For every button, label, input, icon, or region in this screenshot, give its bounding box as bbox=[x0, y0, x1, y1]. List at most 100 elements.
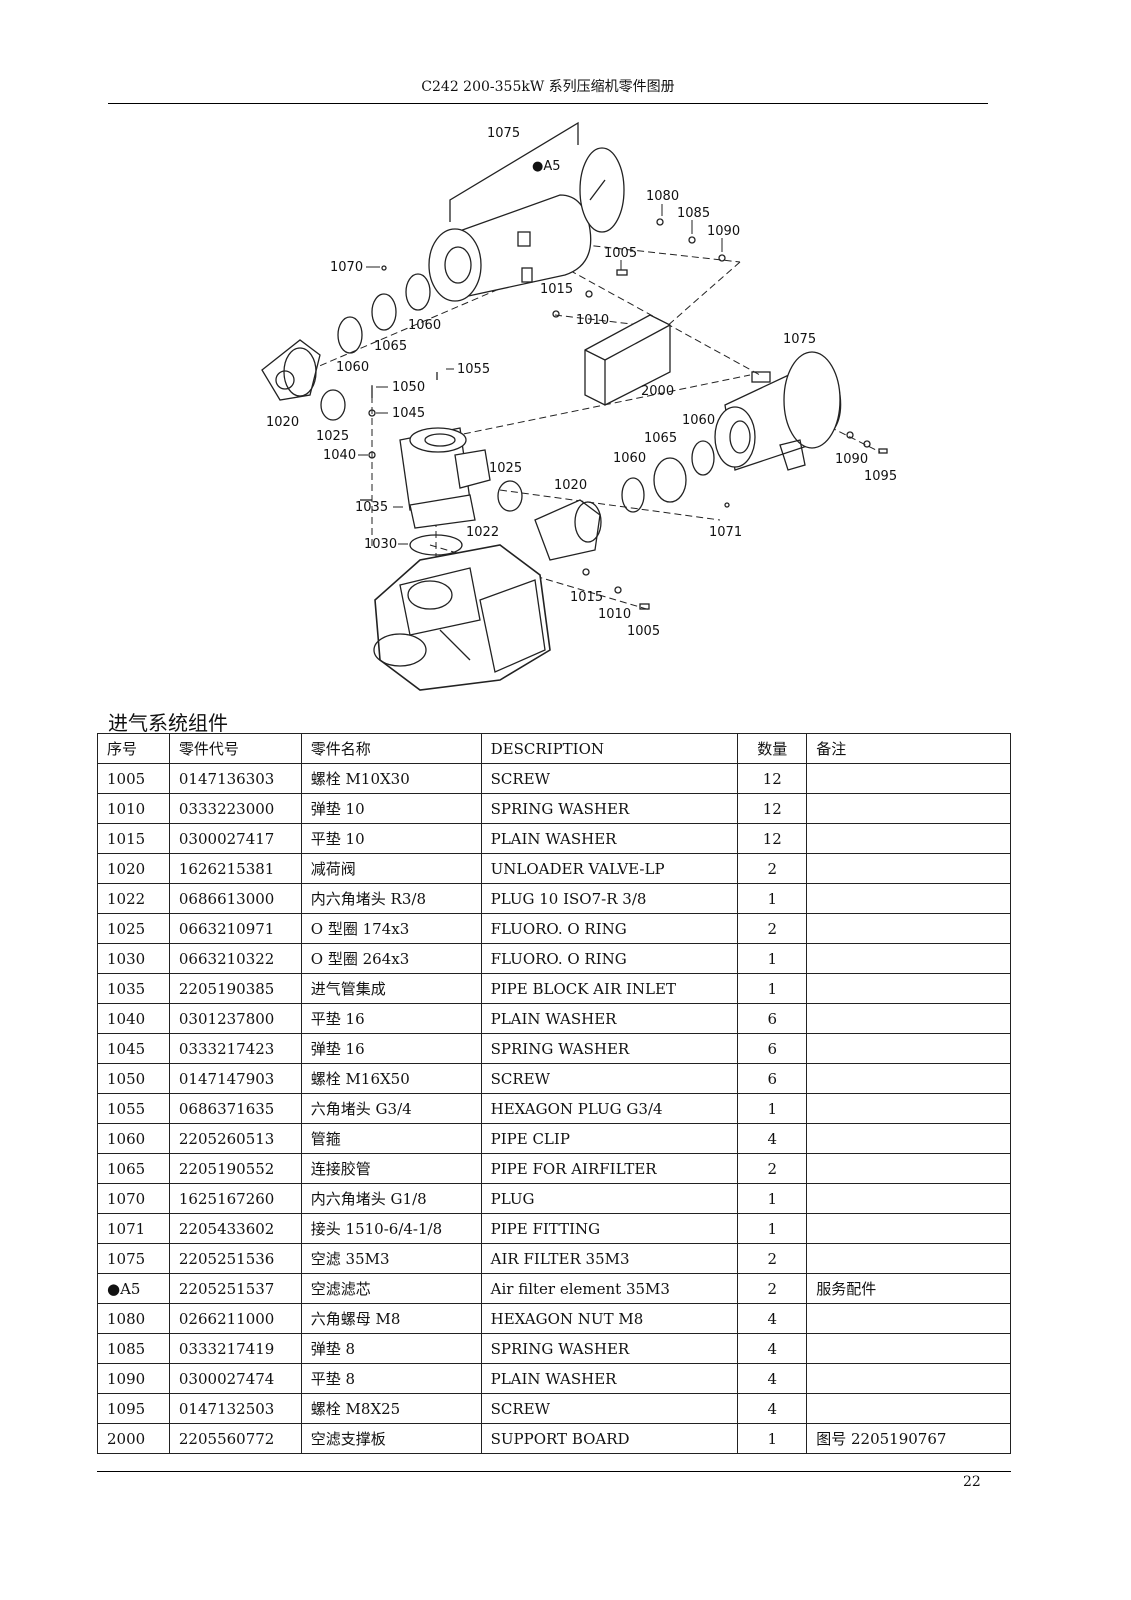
part-name-cell: 弹垫 8 bbox=[300, 1333, 482, 1364]
quantity-cell: 4 bbox=[737, 1393, 808, 1424]
part-number-cell: 0266211000 bbox=[168, 1303, 302, 1334]
item-no-cell: 1090 bbox=[97, 1363, 170, 1394]
part-name-cell: 连接胶管 bbox=[300, 1153, 482, 1184]
callout: 1035 bbox=[355, 500, 388, 515]
callout: 1071 bbox=[709, 525, 742, 540]
part-number-cell: 0663210971 bbox=[168, 913, 302, 944]
callout: 1090 bbox=[835, 452, 868, 467]
quantity-cell: 4 bbox=[737, 1123, 808, 1154]
part-name-cell: 螺栓 M8X25 bbox=[300, 1393, 482, 1424]
description-cell: SCREW bbox=[480, 1393, 739, 1424]
callout: 1010 bbox=[598, 607, 631, 622]
part-name-cell: 减荷阀 bbox=[300, 853, 482, 884]
callout: 1025 bbox=[489, 461, 522, 476]
quantity-cell: 2 bbox=[737, 1273, 808, 1304]
description-cell: FLUORO. O RING bbox=[480, 913, 739, 944]
part-name-cell: 六角堵头 G3/4 bbox=[300, 1093, 482, 1124]
remark-cell bbox=[806, 883, 1011, 914]
item-no-cell: 2000 bbox=[97, 1423, 170, 1454]
description-cell: PLAIN WASHER bbox=[480, 823, 739, 854]
callout: 1025 bbox=[316, 429, 349, 444]
item-no-cell: 1025 bbox=[97, 913, 170, 944]
quantity-cell: 4 bbox=[737, 1303, 808, 1334]
remark-cell bbox=[806, 1063, 1011, 1094]
header-divider bbox=[108, 103, 988, 104]
description-cell: PIPE FITTING bbox=[480, 1213, 739, 1244]
part-name-cell: 管箍 bbox=[300, 1123, 482, 1154]
description-cell: AIR FILTER 35M3 bbox=[480, 1243, 739, 1274]
part-number-cell: 2205190385 bbox=[168, 973, 302, 1004]
description-cell: PIPE BLOCK AIR INLET bbox=[480, 973, 739, 1004]
remark-cell bbox=[806, 1093, 1011, 1124]
part-name-cell: 平垫 8 bbox=[300, 1363, 482, 1394]
callout: 1010 bbox=[576, 313, 609, 328]
item-no-cell: 1095 bbox=[97, 1393, 170, 1424]
part-number-cell: 0333223000 bbox=[168, 793, 302, 824]
item-no-cell: 1075 bbox=[97, 1243, 170, 1274]
item-no-cell: 1005 bbox=[97, 763, 170, 794]
description-cell: SPRING WASHER bbox=[480, 1333, 739, 1364]
part-name-cell: 平垫 10 bbox=[300, 823, 482, 854]
remark-cell bbox=[806, 763, 1011, 794]
callout: 1065 bbox=[374, 339, 407, 354]
part-name-cell: 六角螺母 M8 bbox=[300, 1303, 482, 1334]
item-no-cell: 1035 bbox=[97, 973, 170, 1004]
callout: 1020 bbox=[266, 415, 299, 430]
quantity-cell: 12 bbox=[737, 823, 808, 854]
callout: 1005 bbox=[627, 624, 660, 639]
description-cell: PIPE FOR AIRFILTER bbox=[480, 1153, 739, 1184]
quantity-cell: 4 bbox=[737, 1363, 808, 1394]
part-number-cell: 0300027474 bbox=[168, 1363, 302, 1394]
remark-cell bbox=[806, 793, 1011, 824]
remark-cell bbox=[806, 1333, 1011, 1364]
column-header: 数量 bbox=[737, 733, 808, 764]
part-name-cell: 弹垫 10 bbox=[300, 793, 482, 824]
description-cell: PIPE CLIP bbox=[480, 1123, 739, 1154]
part-name-cell: 平垫 16 bbox=[300, 1003, 482, 1034]
callout: 1060 bbox=[408, 318, 441, 333]
part-number-cell: 0147132503 bbox=[168, 1393, 302, 1424]
part-number-cell: 0300027417 bbox=[168, 823, 302, 854]
quantity-cell: 4 bbox=[737, 1333, 808, 1364]
description-cell: PLAIN WASHER bbox=[480, 1003, 739, 1034]
quantity-cell: 12 bbox=[737, 793, 808, 824]
table-header-row: 序号 零件代号 零件名称 DESCRIPTION 数量 备注 bbox=[97, 733, 1011, 764]
part-name-cell: O 型圈 174x3 bbox=[300, 913, 482, 944]
item-no-cell: 1040 bbox=[97, 1003, 170, 1034]
item-no-cell: 1080 bbox=[97, 1303, 170, 1334]
part-name-cell: 空滤滤芯 bbox=[300, 1273, 482, 1304]
description-cell: SCREW bbox=[480, 1063, 739, 1094]
part-number-cell: 2205260513 bbox=[168, 1123, 302, 1154]
column-header: 备注 bbox=[806, 733, 1011, 764]
item-no-cell: 1070 bbox=[97, 1183, 170, 1214]
part-name-cell: 弹垫 16 bbox=[300, 1033, 482, 1064]
item-no-cell: 1022 bbox=[97, 883, 170, 914]
callout: 1060 bbox=[336, 360, 369, 375]
callout: 1055 bbox=[457, 362, 490, 377]
quantity-cell: 12 bbox=[737, 763, 808, 794]
remark-cell bbox=[806, 1183, 1011, 1214]
callout: 1075 bbox=[783, 332, 816, 347]
item-no-cell: 1015 bbox=[97, 823, 170, 854]
part-name-cell: 进气管集成 bbox=[300, 973, 482, 1004]
remark-cell bbox=[806, 853, 1011, 884]
item-no-cell: ●A5 bbox=[97, 1273, 170, 1304]
description-cell: PLUG bbox=[480, 1183, 739, 1214]
exploded-parts-diagram: 1075 ●A5 1080 1085 1090 1005 1070 1015 1… bbox=[261, 121, 897, 691]
quantity-cell: 6 bbox=[737, 1033, 808, 1064]
description-cell: HEXAGON PLUG G3/4 bbox=[480, 1093, 739, 1124]
diagram-callouts: 1075 ●A5 1080 1085 1090 1005 1070 1015 1… bbox=[266, 126, 897, 639]
remark-cell bbox=[806, 1213, 1011, 1244]
callout: 1070 bbox=[330, 260, 363, 275]
